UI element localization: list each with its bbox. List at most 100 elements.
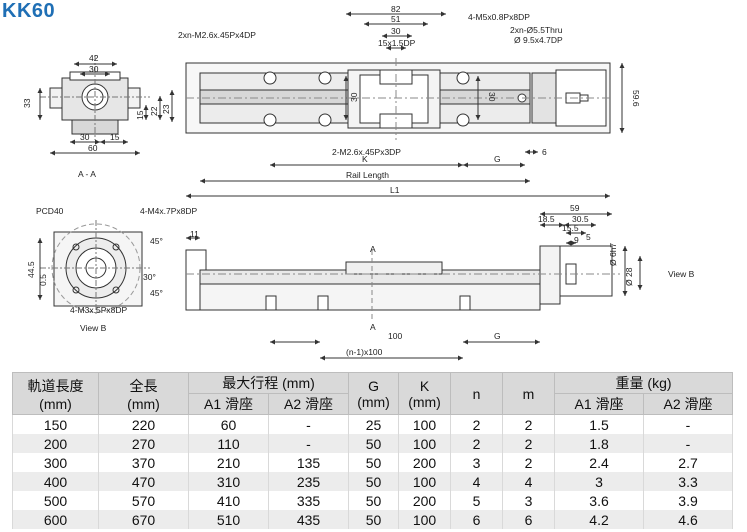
cell: 370 [98,453,189,472]
cell: 4.6 [643,510,734,529]
cell: 300 [12,453,99,472]
table-row: 150 220 60 - 25 100 2 2 1.5 - [12,414,734,434]
dim-l1: L1 [390,185,400,195]
label-45a: 45° [150,236,163,246]
dim-82: 82 [391,4,401,14]
view-b [37,220,150,316]
dim-aa-22: 22 [149,106,159,116]
table-row: 400 470 310 235 50 100 4 4 3 3.3 [12,472,734,491]
cell: 3.3 [643,472,734,491]
dim-rail-length: Rail Length [346,170,389,180]
dim-6: 6 [542,147,547,157]
tap-right-2: 2xn-Ø5.5Thru [510,25,563,35]
dim-9: 9 [574,235,579,245]
cell: 2 [502,434,556,453]
cell: 2.7 [643,453,734,472]
dim-phi6: Ø 6h7 [608,243,618,266]
cell: 25 [348,414,400,434]
cell: 110 [188,434,269,453]
cell: 220 [98,414,189,434]
header-n: n [450,372,504,415]
cell: 50 [348,472,400,491]
label-m3: 4-M3x.5Px8DP [70,305,127,315]
dim-30: 30 [391,26,401,36]
cell: 2 [450,434,504,453]
dim-aa-33: 33 [22,98,32,108]
cell: 235 [267,472,350,491]
dim-15-5: 15.5 [562,223,579,233]
cell: 200 [398,453,452,472]
dim-59: 59 [570,203,580,213]
dim-g: G [494,154,501,164]
header-stroke-a2: A2 滑座 [267,393,350,415]
product-title: KK60 [2,0,56,22]
section-aa-view [37,55,175,156]
cell: 5 [450,491,504,510]
cell: 335 [267,491,350,510]
cell: 4.2 [554,510,645,529]
cell: 410 [188,491,269,510]
cell: 3.6 [554,491,645,510]
cell: - [643,434,734,453]
cell: 200 [12,434,99,453]
table-row: 200 270 110 - 50 100 2 2 1.8 - [12,434,734,453]
label-m4: 4-M4x.7Px8DP [140,206,197,216]
cell: 400 [12,472,99,491]
dim-aa-30b: 30 [80,132,90,142]
cell: 3 [450,453,504,472]
cell: 670 [98,510,189,529]
dim-aa-60: 60 [88,143,98,153]
cell: 50 [348,510,400,529]
dim-aa-15b: 15 [110,132,120,142]
cell: - [267,414,350,434]
cell: 100 [398,434,452,453]
cell: 200 [398,491,452,510]
table-row: 600 670 510 435 50 100 6 6 4.2 4.6 [12,510,734,529]
dim-11: 11 [190,229,199,239]
cell: 3 [554,472,645,491]
header-rail-length: 軌道長度 (mm) [12,372,99,415]
dim-30-right: 30 [487,92,497,102]
dim-aa-42: 42 [89,53,99,63]
cell: - [267,434,350,453]
label-section-a-top: A [370,244,376,254]
header-total-length: 全長 (mm) [98,372,189,415]
header-stroke-a1: A1 滑座 [188,393,269,415]
dim-59-6: 59.6 [631,90,641,107]
tap-right-1: 4-M5x0.8Px8DP [468,12,530,22]
cell: 60 [188,414,269,434]
dim-0-5: 0.5 [38,274,48,286]
cell: 100 [398,414,452,434]
dim-100: 100 [388,331,402,341]
dim-18-5: 18.5 [538,214,555,224]
cell: 3.9 [643,491,734,510]
dim-44-5: 44.5 [26,261,36,278]
cell: 1.5 [554,414,645,434]
tap-right-3: Ø 9.5x4.7DP [514,35,563,45]
cell: 500 [12,491,99,510]
header-k: K (mm) [398,372,452,415]
technical-drawing: 42 30 33 15 22 23 30 15 60 A - A 82 51 3… [22,4,695,361]
cell: 135 [267,453,350,472]
side-view [185,211,643,361]
tap-left: 2xn-M2.6x.45Px4DP [178,30,256,40]
spec-table: 軌道長度 (mm) 全長 (mm) 最大行程 (mm) G (mm) K (mm… [12,372,734,529]
dim-g2: G [494,331,501,341]
cell: 210 [188,453,269,472]
header-max-stroke: 最大行程 (mm) [187,372,350,394]
cell: 1.8 [554,434,645,453]
header-weight: 重量 (kg) [554,372,734,394]
header-weight-a1: A1 滑座 [554,393,645,415]
cell: 4 [502,472,556,491]
cell: 50 [348,453,400,472]
cell: 2 [502,453,556,472]
header-g: G (mm) [348,372,400,415]
cell: 600 [12,510,99,529]
label-view-b-2: View B [668,269,695,279]
dim-aa-15: 15 [135,110,145,120]
cell: 50 [348,491,400,510]
cell: 470 [98,472,189,491]
cell: 4 [450,472,504,491]
dim-30-5: 30.5 [572,214,589,224]
label-30: 30° [143,272,156,282]
